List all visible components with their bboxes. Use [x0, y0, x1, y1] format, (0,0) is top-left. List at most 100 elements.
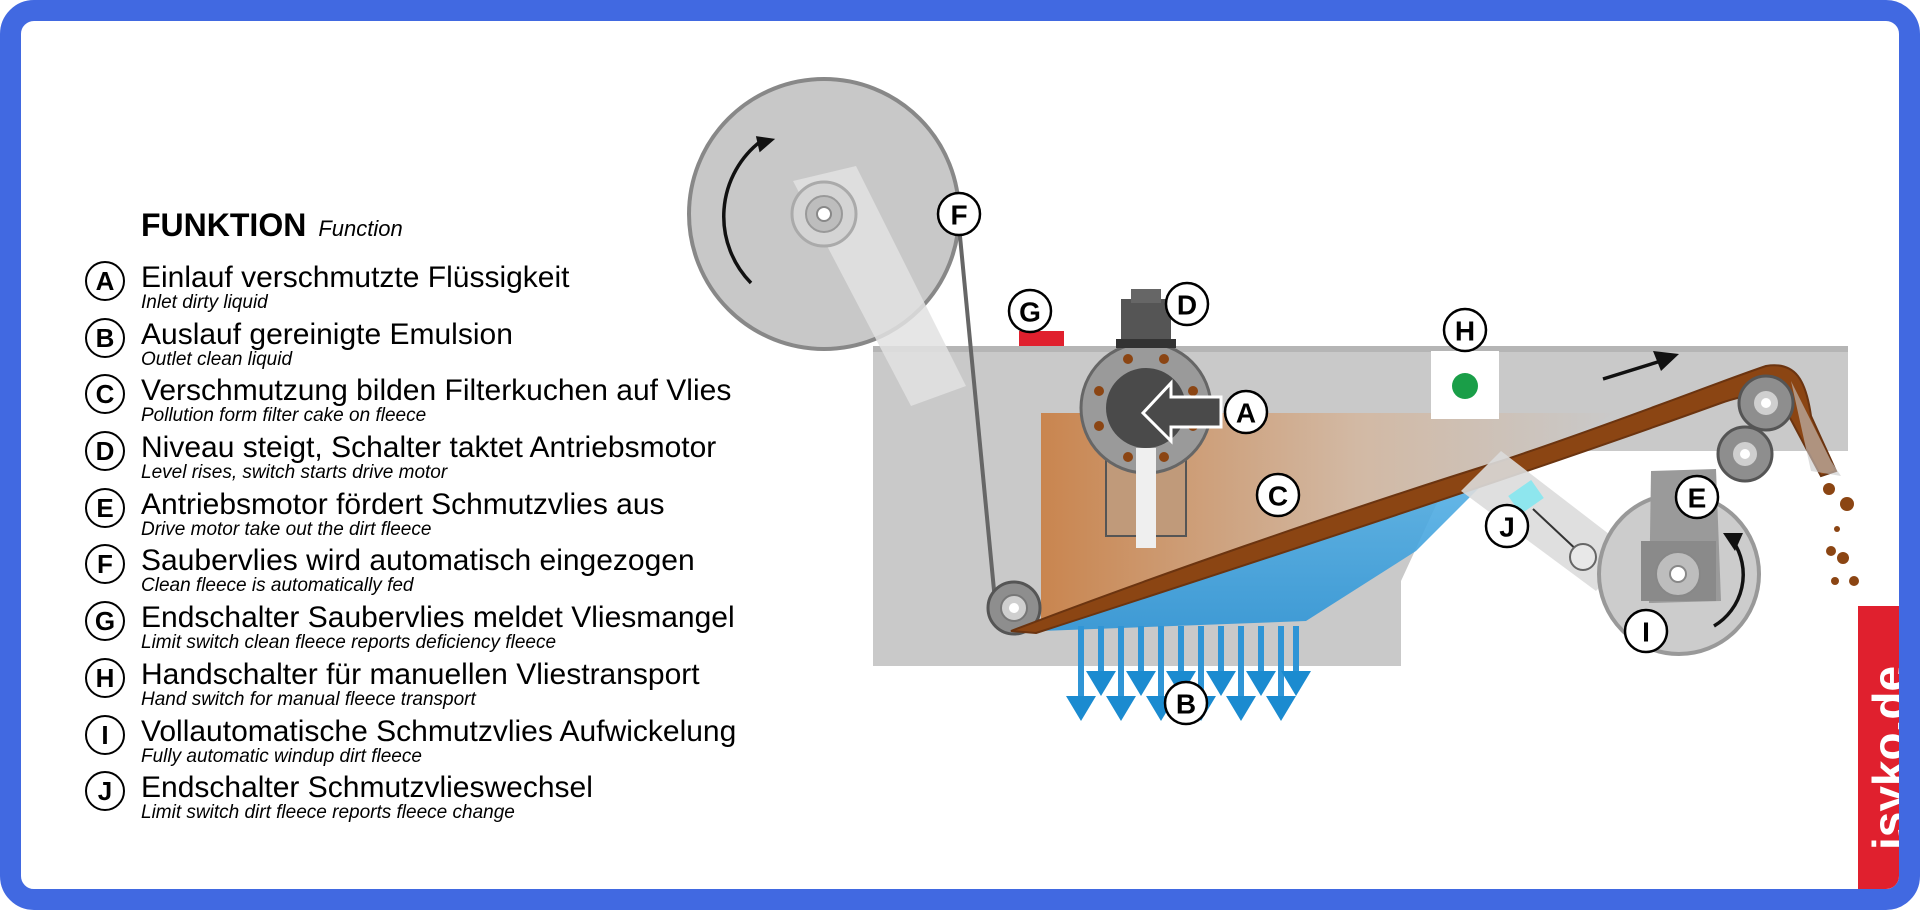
transport-direction-arrow-icon [1602, 351, 1679, 381]
legend-text-de: Saubervlies wird automatisch eingezogen [141, 544, 695, 578]
legend-item-h: H Handschalter für manuellen Vliestranspo… [83, 657, 843, 715]
outlet-arrow-shaft [1078, 626, 1084, 701]
svg-text:E: E [1688, 483, 1707, 514]
legend-badge-j: J [85, 771, 125, 812]
outlet-arrow-shaft [1238, 626, 1244, 701]
legend-text-en: Outlet clean liquid [141, 348, 293, 370]
limit-switch-clean-fleece [1019, 331, 1064, 346]
callout-f: F [936, 191, 982, 237]
outlet-arrow-head-icon [1206, 671, 1236, 696]
legend-text-de: Einlauf verschmutzte Flüssigkeit [141, 261, 570, 294]
legend-text-de: Endschalter Schmutzvlieswechsel [141, 771, 593, 805]
legend-text-en: Hand switch for manual fleece transport [141, 688, 476, 710]
callout-d: D [1164, 281, 1210, 327]
legend-text-en: Fully automatic windup dirt fleece [141, 745, 422, 767]
legend-text-de: Endschalter Saubervlies meldet Vliesmang… [141, 601, 735, 635]
legend-item-i: I Vollautomatische Schmutzvlies Aufwickel… [83, 714, 843, 772]
legend-text-de: Verschmutzung bilden Filterkuchen auf Vl… [141, 374, 732, 408]
callout-g: G [1007, 288, 1053, 334]
svg-text:D: D [1177, 290, 1197, 321]
svg-text:I: I [1642, 617, 1650, 648]
legend-text-en: Clean fleece is automatically fed [141, 575, 414, 597]
filter-diagram: A B C D E F G H I J [687, 77, 1859, 726]
legend-text-en: Drive motor take out the dirt fleece [141, 518, 432, 540]
outlet-arrow-shaft [1098, 626, 1104, 676]
dirt-fleece-cake [1010, 364, 1838, 635]
svg-text:J: J [1499, 512, 1515, 543]
legend-text-de: Niveau steigt, Schalter taktet Antriebsm… [141, 431, 717, 465]
windup-rotation-arrow-icon [1713, 540, 1745, 628]
clean-fleece-strip [957, 225, 998, 612]
legend-text-en: Pollution form filter cake on fleece [141, 405, 427, 427]
outlet-arrow-shaft [1218, 626, 1224, 676]
brand-tab [1858, 606, 1899, 889]
legend-title: FUNKTION [141, 207, 307, 243]
outlet-arrow-shaft [1118, 626, 1124, 701]
callout-j: J [1484, 503, 1530, 549]
legend-text-de: Auslauf gereinigte Emulsion [141, 317, 513, 351]
legend-badge-d: D [85, 431, 125, 472]
level-switch [1116, 289, 1176, 348]
outlet-arrow-head-icon [1246, 671, 1276, 696]
clean-fleece-roll [687, 77, 966, 406]
svg-text:A: A [1236, 398, 1256, 429]
legend-subtitle: Function [318, 216, 403, 241]
outlet-arrow-head-icon [1266, 696, 1296, 721]
outlet-arrow-head-icon [1066, 696, 1096, 721]
callout-c: C [1255, 472, 1301, 518]
svg-text:B: B [1176, 689, 1196, 720]
legend-badge-h: H [85, 657, 125, 698]
hand-switch [1431, 351, 1499, 419]
limit-switch-dirt-fleece [1508, 479, 1597, 571]
legend-badge-c: C [85, 374, 125, 415]
callout-i: I [1623, 608, 1669, 654]
legend-text-de: Handschalter für manuellen Vliestranspor… [141, 657, 700, 691]
legend-item-c: C Verschmutzung bilden Filterkuchen auf V… [83, 374, 843, 431]
callout-b: B [1163, 680, 1209, 726]
outlet-arrow-shaft [1258, 626, 1264, 676]
outlet-arrow-head-icon [1106, 696, 1136, 721]
callout-a: A [1223, 389, 1269, 435]
legend-badge-a: A [85, 261, 125, 301]
svg-text:C: C [1268, 481, 1288, 512]
legend-text-en: Limit switch clean fleece reports defici… [141, 632, 557, 654]
outlet-arrow-shaft [1198, 626, 1204, 701]
inlet-arrow-icon [1140, 379, 1223, 445]
legend-heading: FUNKTION Function [141, 207, 403, 244]
outlet-arrow-shaft [1158, 626, 1164, 701]
legend-text-en: Inlet dirty liquid [141, 292, 268, 313]
outlet-arrow-shaft [1278, 626, 1284, 701]
drive-rollers [1716, 374, 1841, 483]
guide-roller-left [986, 580, 1042, 636]
svg-text:G: G [1019, 297, 1041, 328]
legend-text-de: Antriebsmotor fördert Schmutzvlies aus [141, 487, 665, 521]
outlet-arrow-head-icon [1126, 671, 1156, 696]
outlet-arrow-shaft [1293, 626, 1299, 676]
legend-badge-f: F [85, 544, 125, 585]
legend-item-f: F Saubervlies wird automatisch eingezogen… [83, 544, 843, 601]
legend-badge-b: B [85, 317, 125, 358]
callout-h: H [1442, 307, 1488, 353]
legend-badge-e: E [85, 487, 125, 528]
outlet-arrow-head-icon [1226, 696, 1256, 721]
rotation-arrow-icon [722, 139, 763, 285]
legend-text-en: Limit switch dirt fleece reports fleece … [141, 802, 515, 824]
outlet-arrow-head-icon [1281, 671, 1311, 696]
legend-text-de: Vollautomatische Schmutzvlies Aufwickelu… [141, 714, 737, 748]
svg-text:F: F [950, 200, 967, 231]
outlet-arrow-shaft [1138, 626, 1144, 676]
legend-item-g: G Endschalter Saubervlies meldet Vliesman… [83, 601, 843, 658]
legend-badge-g: G [85, 601, 125, 642]
outlet-arrow-head-icon [1086, 671, 1116, 696]
falling-dirt [1823, 483, 1859, 586]
svg-text:H: H [1455, 316, 1475, 347]
brand-logo: isyko.de [1863, 665, 1915, 851]
legend-badge-i: I [85, 714, 125, 755]
legend-text-en: Level rises, switch starts drive motor [141, 462, 448, 484]
